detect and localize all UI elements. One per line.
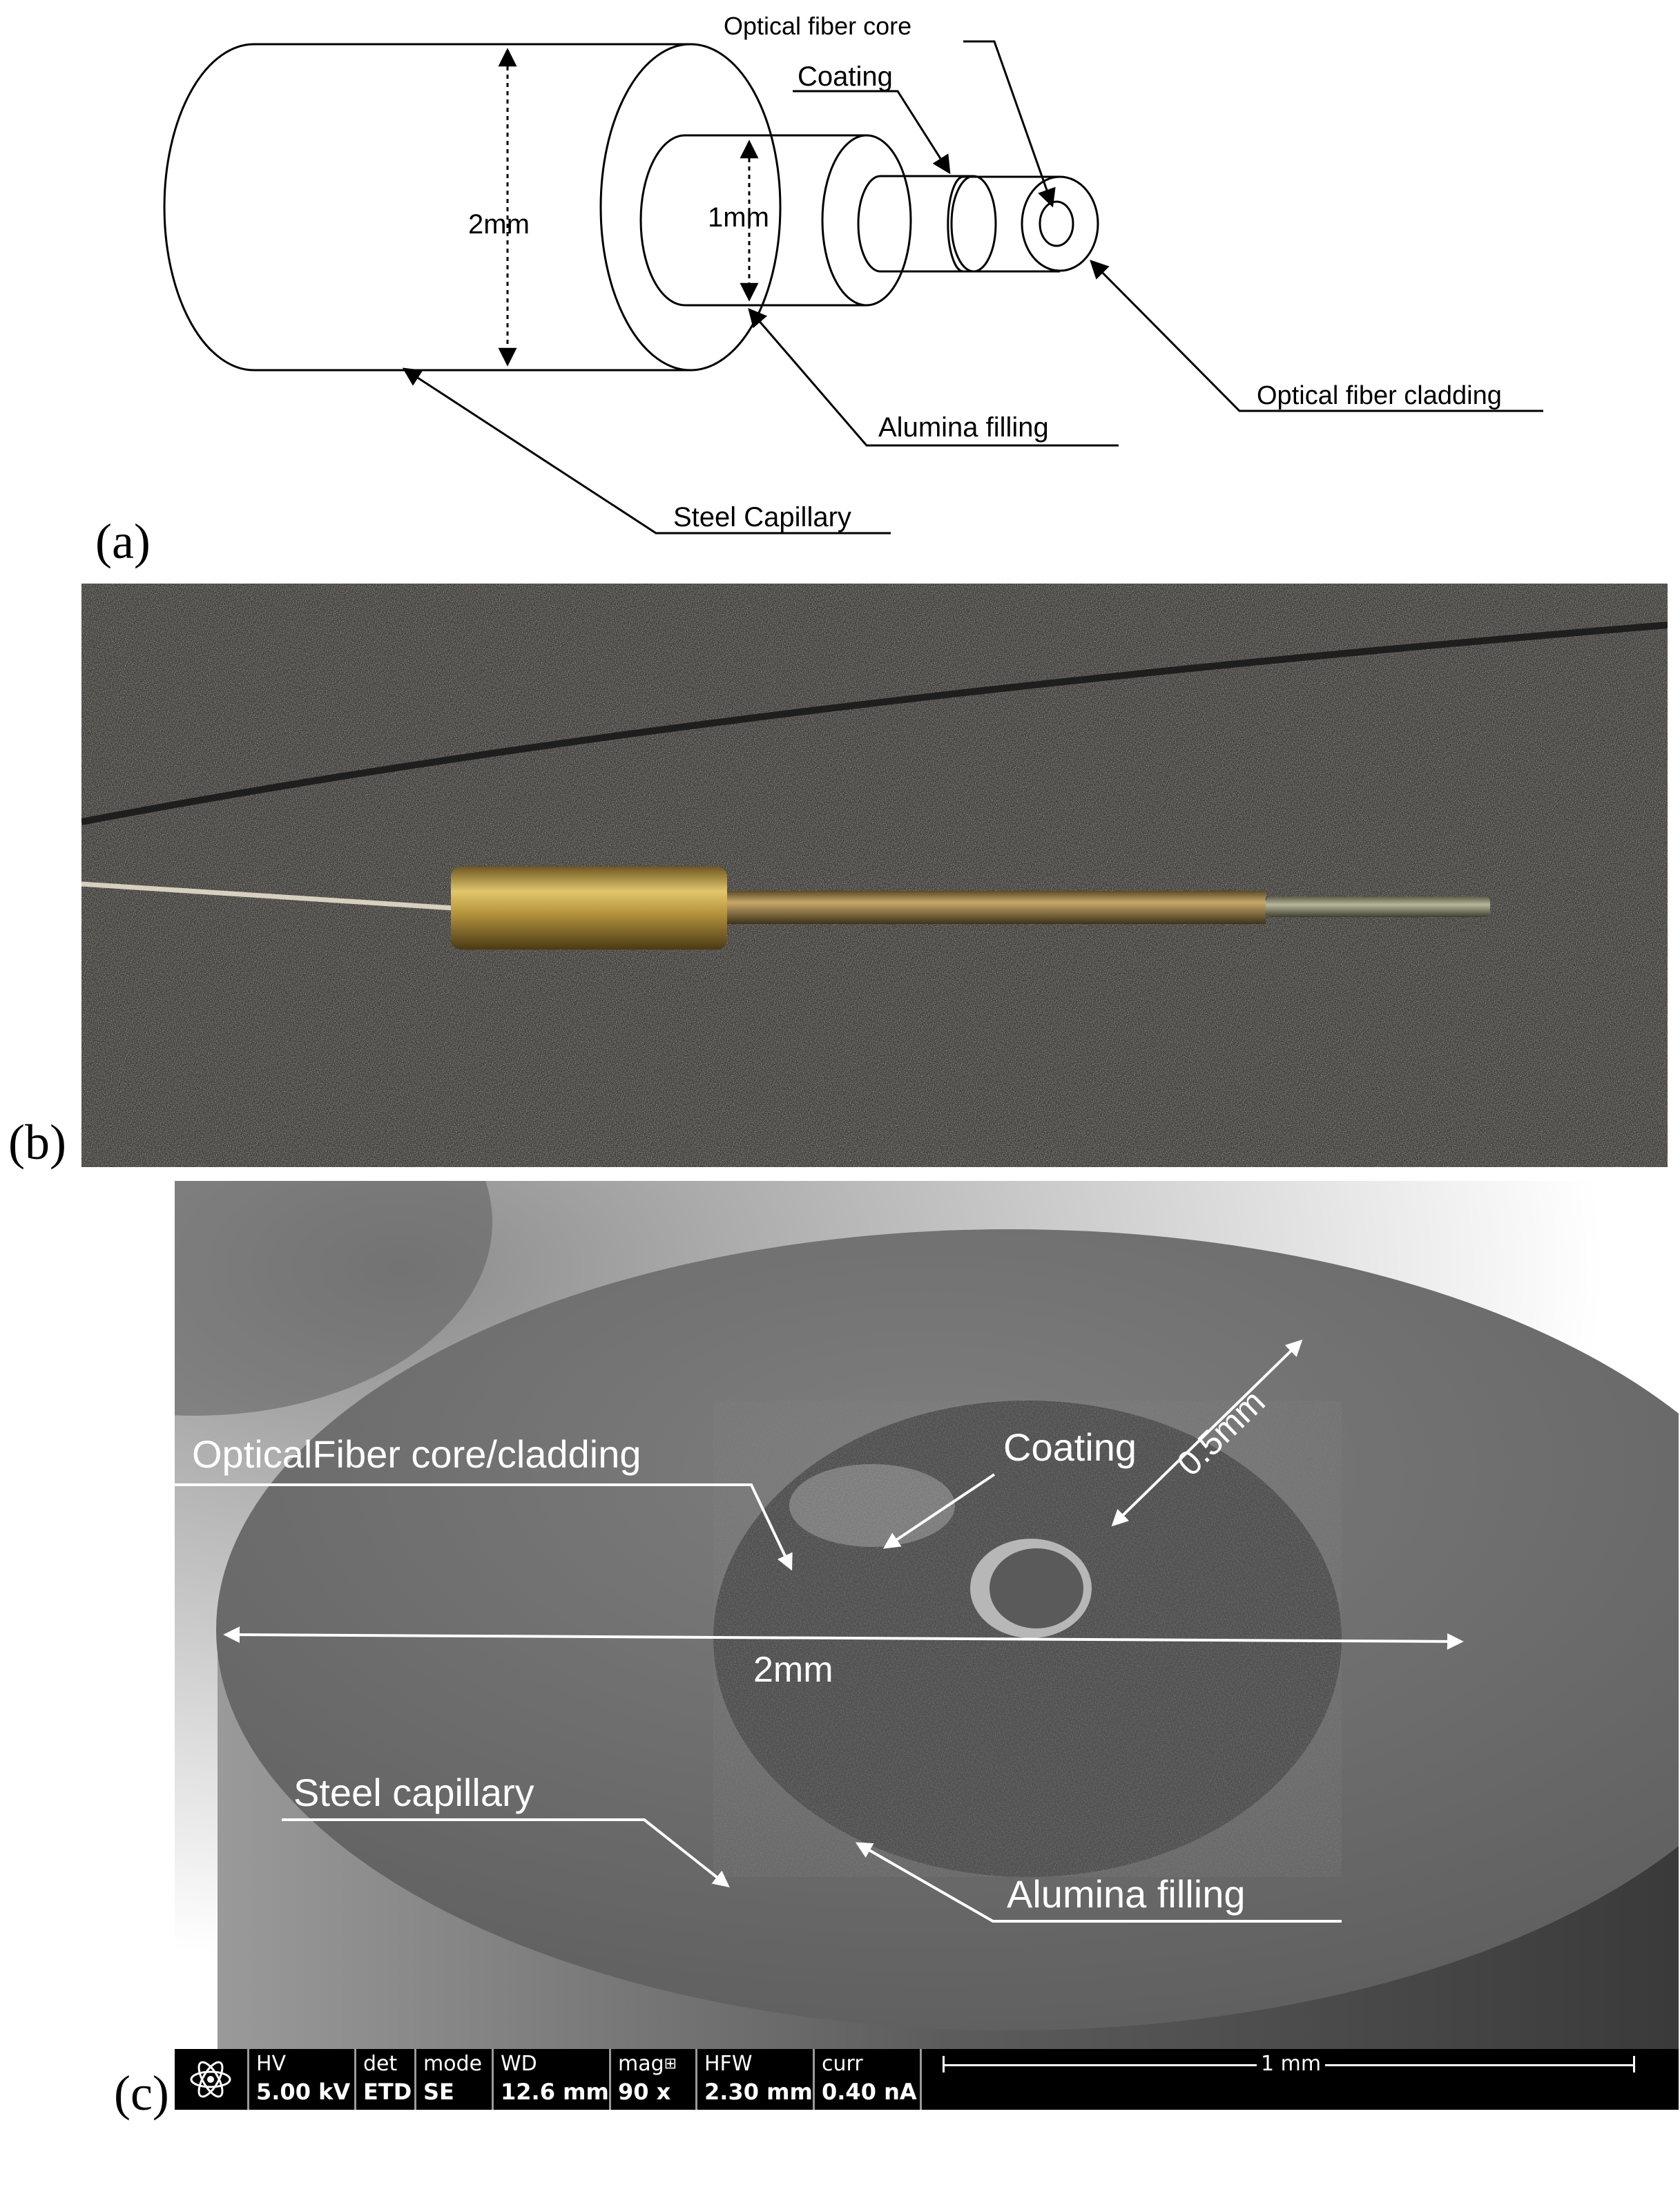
steel-capillary-shape [163,43,782,372]
arrow-diameter [223,1626,1464,1650]
leader-alumina [748,307,1119,447]
sem-wd: WD 12.6 mm [492,2049,609,2110]
coating-shape [857,175,997,273]
fiber-lead [81,881,455,911]
schematic-diagram: 2mm 1mm Optical fiber core Coating Optic… [163,12,1543,535]
fiber-region [989,1548,1083,1628]
leader-coating-c [883,1473,996,1549]
steel-capillary-body [451,867,727,950]
panel-letter-a: (a) [95,514,151,569]
sem-hfw: HFW 2.30 mm [695,2049,813,2110]
label-diameter: 2mm [753,1650,833,1690]
capillary-rod [727,891,1266,924]
capillary-tip [1266,896,1490,917]
label-steel-c: Steel capillary [293,1771,534,1814]
sensor-photo [81,584,1668,1167]
label-coating-c: Coating [1003,1425,1137,1469]
foam-seam [81,622,1668,825]
label-steel: Steel Capillary [673,502,851,532]
label-alumina: Alumina filling [878,412,1049,443]
sem-databar: HV 5.00 kV det ETD mode SE WD 12.6 mm ma… [175,2049,1679,2110]
label-2mm: 2mm [468,209,530,240]
panel-letter-c: (c) [114,2066,169,2121]
sem-image: Coating OpticalFiber core/cladding 0.5mm… [175,1181,1679,2049]
alumina-filling-shape [639,134,912,307]
fiber-cladding-shape [947,175,1099,273]
label-core-cladding: OpticalFiber core/cladding [192,1432,641,1476]
label-alumina-c: Alumina filling [1007,1872,1246,1916]
scalebar-label: 1 mm [1257,2052,1326,2076]
scalebar-right-tick [1633,2056,1635,2072]
label-fiber-core: Optical fiber core [724,12,911,40]
sem-mag: mag⊞ 90 x [609,2049,695,2110]
leader-steel [402,367,891,535]
sem-scalebar: 1 mm [920,2049,1679,2110]
leader-alumina-c [855,1842,1342,1923]
leader-core-cladding [175,1483,793,1571]
leader-fiber-core [963,40,1056,208]
label-cladding: Optical fiber cladding [1257,381,1502,410]
sem-det: det ETD [354,2049,414,2110]
scalebar-left-tick [943,2056,945,2072]
panel-letter-b: (b) [8,1115,66,1170]
sem-curr: curr 0.40 nA [813,2049,920,2110]
fei-logo-icon [189,2057,233,2101]
label-coating: Coating [798,61,893,92]
sem-hv: HV 5.00 kV [247,2049,354,2110]
leader-steel-c [282,1818,730,1887]
sem-mode: mode SE [414,2049,492,2110]
leader-coating [793,90,951,175]
arrow-thickness [1111,1339,1303,1527]
label-1mm: 1mm [708,202,769,233]
leader-cladding [1090,260,1543,412]
fiber-core-shape [1039,200,1074,247]
mag-box-icon: ⊞ [664,2055,677,2072]
